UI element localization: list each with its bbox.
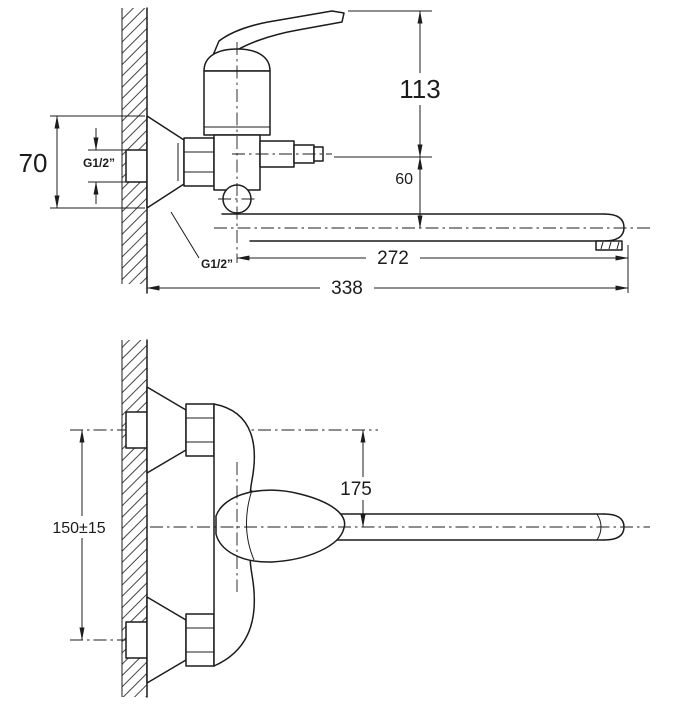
dim-175-label-bg — [331, 477, 383, 500]
dim-338-label-bg — [320, 277, 374, 298]
upper-escutcheon-cone — [146, 386, 187, 474]
lower-supply-stub — [125, 621, 148, 659]
wall-nut — [183, 137, 215, 187]
leader-line-thread-wall — [170, 211, 200, 259]
spout-aerator — [595, 240, 623, 251]
side-view: 113 60 272 338 70 G1/2” G1/2” — [19, 7, 652, 299]
dim-272-label-bg — [366, 247, 420, 268]
upper-supply-stub — [125, 411, 148, 449]
handle-paddle — [215, 489, 346, 563]
dim-272-label: 272 — [377, 248, 409, 269]
dim-175-label: 175 — [340, 479, 372, 500]
dim-150-label-bg — [44, 516, 114, 538]
dim-60-label: 60 — [395, 171, 413, 188]
spout-tip — [603, 213, 625, 242]
dim-150-label: 150±15 — [52, 520, 105, 537]
handle-neck-line — [245, 489, 255, 561]
supply-stub — [125, 149, 148, 183]
wall-hatch-top — [122, 8, 147, 284]
front-view: 150±15 175 — [44, 339, 650, 698]
dim-113-label: 113 — [399, 74, 440, 104]
dim-70-label: 70 — [19, 148, 48, 178]
dim-338-label: 338 — [331, 278, 363, 299]
lower-wall-nut — [185, 613, 215, 667]
lower-escutcheon-cone — [146, 596, 187, 684]
thread-inlet-label: G1/2” — [83, 156, 115, 170]
aerator-knurl-line — [616, 241, 620, 250]
aerator-knurl-line — [608, 241, 612, 250]
aerator-knurl-line — [600, 241, 604, 250]
thread-wall-label: G1/2” — [201, 257, 233, 271]
upper-wall-nut — [185, 403, 215, 457]
dim-113-label-bg — [397, 73, 443, 105]
